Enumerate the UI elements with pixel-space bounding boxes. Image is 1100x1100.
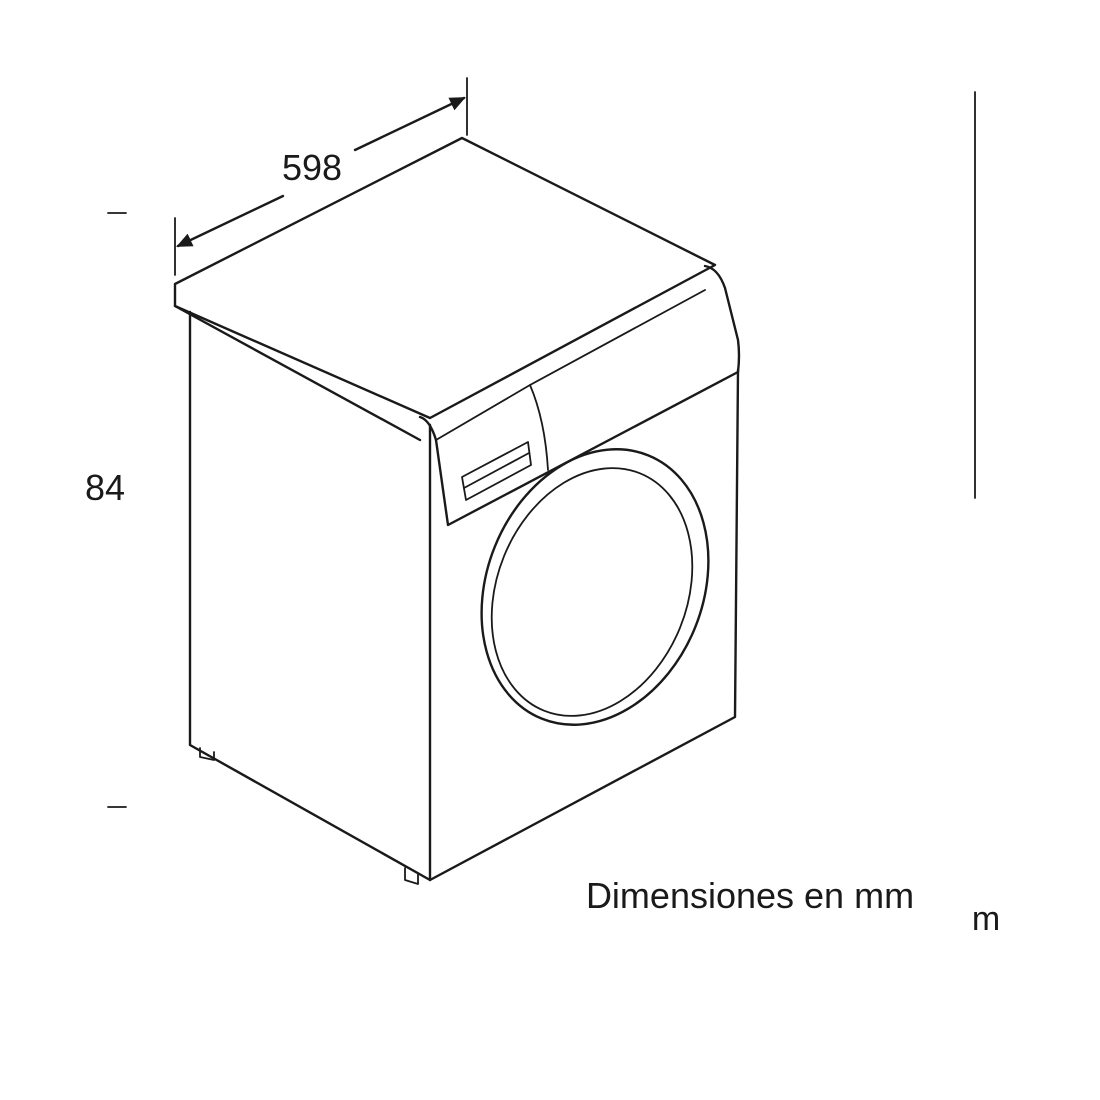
washing-machine-drawing	[173, 136, 741, 885]
width-arrow-left	[176, 194, 285, 248]
display-window	[461, 441, 532, 501]
width-dimension-label: 598	[282, 147, 342, 188]
worktop-front-edge	[173, 304, 422, 442]
front-panel	[428, 368, 740, 882]
display-divider	[463, 452, 530, 489]
right-edge-fragment: m	[972, 900, 1000, 938]
control-panel-housing	[418, 264, 741, 527]
worktop	[173, 136, 717, 420]
width-arrow-right	[353, 96, 466, 152]
height-dimension-label: 84	[85, 467, 125, 508]
door-outer-ring	[480, 448, 710, 726]
height-dimension: 84	[85, 212, 127, 808]
foot-front	[404, 867, 419, 885]
side-panel	[188, 310, 432, 882]
foot-rear	[199, 747, 215, 761]
units-caption: Dimensiones en mm	[586, 875, 914, 916]
door-inner-ring	[490, 467, 694, 717]
control-panel-left-section	[435, 384, 549, 471]
control-panel-top-edge	[529, 289, 706, 386]
width-dimension: 598	[174, 77, 468, 276]
